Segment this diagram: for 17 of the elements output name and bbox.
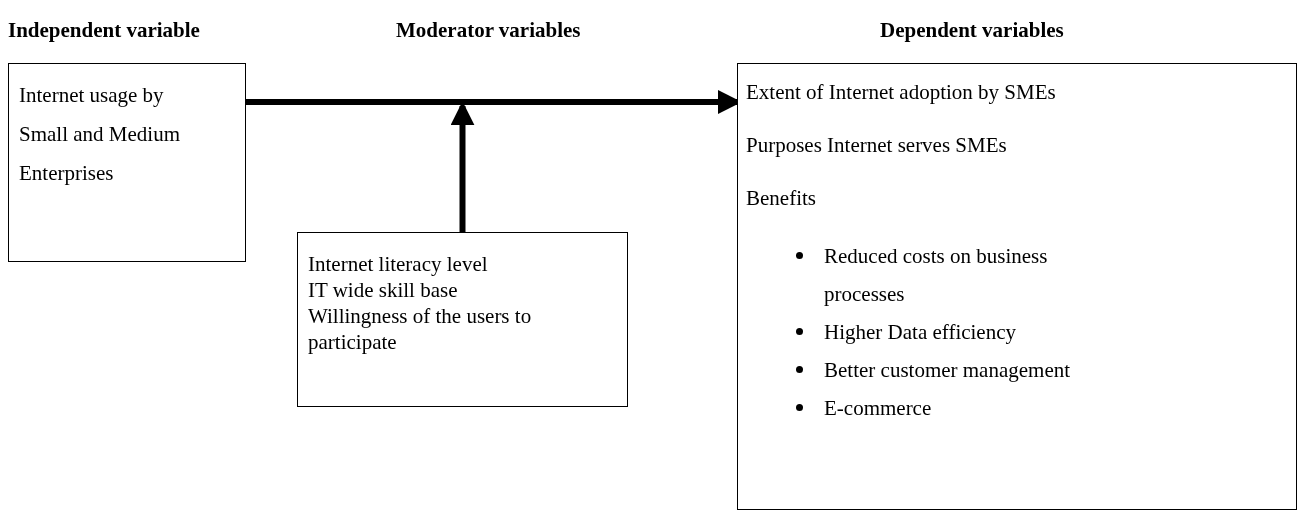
- bullet-item: Higher Data efficiency: [746, 313, 1288, 351]
- variable-box: [737, 63, 1297, 510]
- variable-text: Purposes Internet serves SMEs: [746, 132, 1008, 159]
- column-heading: Moderator variables: [396, 18, 581, 43]
- variable-box: [8, 63, 246, 262]
- variable-box: [297, 232, 628, 407]
- column-heading: Dependent variables: [880, 18, 1064, 43]
- variable-text: IT wide skill base: [308, 277, 459, 303]
- bullet-item: Better customer management: [746, 351, 1288, 389]
- column-heading: Independent variable: [8, 18, 200, 43]
- bullet-item: Reduced costs on business processes: [746, 237, 1288, 313]
- variable-text: Benefits: [746, 185, 817, 212]
- variable-text: Internet literacy level: [308, 251, 489, 277]
- variable-text: Extent of Internet adoption by SMEs: [746, 79, 1057, 106]
- variable-text: Internet usage by Small and Medium Enterprises: [19, 82, 181, 187]
- bullet-item: E-commerce: [746, 389, 1288, 427]
- variable-text: Willingness of the users to participate: [308, 303, 533, 355]
